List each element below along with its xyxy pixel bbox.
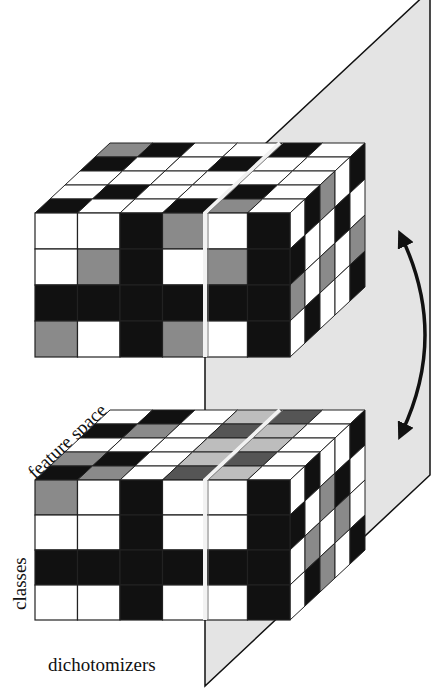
front-cell xyxy=(248,515,291,550)
front-cell xyxy=(205,213,248,249)
front-cell xyxy=(78,213,121,249)
axis-label: dichotomizers xyxy=(48,655,156,674)
front-cell xyxy=(163,585,206,620)
front-cell xyxy=(163,550,206,585)
front-cell xyxy=(35,213,78,249)
front-cell xyxy=(163,321,206,357)
front-cell xyxy=(120,321,163,357)
front-cell xyxy=(163,249,206,285)
front-cell xyxy=(205,585,248,620)
side-cell xyxy=(320,543,335,592)
swap-arrow xyxy=(402,238,425,432)
front-cell xyxy=(35,585,78,620)
side-cell xyxy=(290,307,305,357)
front-cell xyxy=(120,213,163,249)
front-cell xyxy=(78,515,121,550)
front-cell xyxy=(120,480,163,515)
cut-gap xyxy=(205,143,280,357)
front-cell xyxy=(78,585,121,620)
side-cell xyxy=(335,529,350,578)
front-cell xyxy=(205,550,248,585)
front-cell xyxy=(78,249,121,285)
front-cell xyxy=(205,249,248,285)
front-cell xyxy=(120,285,163,321)
front-cell xyxy=(205,480,248,515)
front-cell xyxy=(248,285,291,321)
front-cell xyxy=(248,249,291,285)
front-cell xyxy=(35,249,78,285)
front-cell xyxy=(35,285,78,321)
front-cell xyxy=(120,550,163,585)
side-cell xyxy=(350,251,365,301)
side-cell xyxy=(305,293,320,343)
cube xyxy=(35,410,365,620)
front-cell xyxy=(35,515,78,550)
front-cell xyxy=(78,480,121,515)
front-cell xyxy=(248,585,291,620)
front-cell xyxy=(78,285,121,321)
front-cell xyxy=(120,515,163,550)
cutting-plane xyxy=(205,0,430,686)
front-cell xyxy=(163,515,206,550)
cube xyxy=(35,143,365,357)
front-cell xyxy=(248,550,291,585)
front-cell xyxy=(205,515,248,550)
front-cell xyxy=(35,321,78,357)
front-cell xyxy=(205,321,248,357)
front-cell xyxy=(120,585,163,620)
front-cell xyxy=(120,249,163,285)
front-cell xyxy=(248,321,291,357)
front-cell xyxy=(163,213,206,249)
side-cell xyxy=(320,279,335,329)
cut-gap xyxy=(205,410,280,620)
front-cell xyxy=(35,480,78,515)
front-cell xyxy=(163,285,206,321)
axis-label: classes xyxy=(10,557,29,610)
front-cell xyxy=(163,480,206,515)
front-cell xyxy=(78,321,121,357)
side-cell xyxy=(290,571,305,620)
front-cell xyxy=(248,213,291,249)
cut-edge xyxy=(208,410,283,620)
front-cell xyxy=(35,550,78,585)
side-cell xyxy=(305,557,320,606)
side-cell xyxy=(335,265,350,315)
front-cell xyxy=(205,285,248,321)
side-cell xyxy=(350,515,365,564)
front-cell xyxy=(78,550,121,585)
front-cell xyxy=(248,480,291,515)
cut-edge xyxy=(208,143,283,357)
